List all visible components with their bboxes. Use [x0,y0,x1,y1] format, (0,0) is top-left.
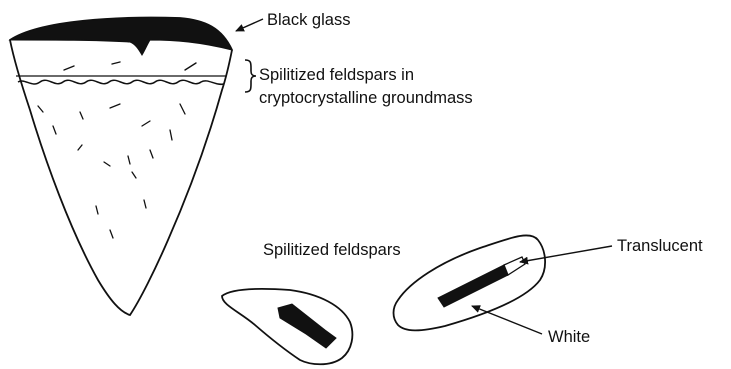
label-white: White [548,328,590,346]
black-glass-arrow [236,19,263,31]
small-fragment-left [222,289,352,364]
groundmass-zone-boundary [18,80,224,84]
black-glass-rind [10,18,232,55]
elongated-crystal-translucent [504,257,525,275]
label-spilitized-groundmass-line1: Spilitized feldspars in [259,66,414,84]
label-spilitized-feldspars: Spilitized feldspars [263,241,401,259]
groundmass-feldspar-marks [64,62,196,70]
interior-feldspar-marks [38,104,185,238]
small-fragment-left-crystal [278,304,336,348]
elongated-fragment-right [394,235,546,330]
elongated-crystal-white [438,265,508,307]
label-spilitized-groundmass-line2: cryptocrystalline groundmass [259,89,473,107]
small-fragment-left-outline [222,289,352,364]
fragment-outline [10,18,232,315]
white-arrow [472,306,542,334]
translucent-arrow [520,246,612,262]
groundmass-brace [245,60,256,92]
label-black-glass: Black glass [267,11,350,29]
large-fragment [10,18,232,315]
label-translucent: Translucent [617,237,703,255]
